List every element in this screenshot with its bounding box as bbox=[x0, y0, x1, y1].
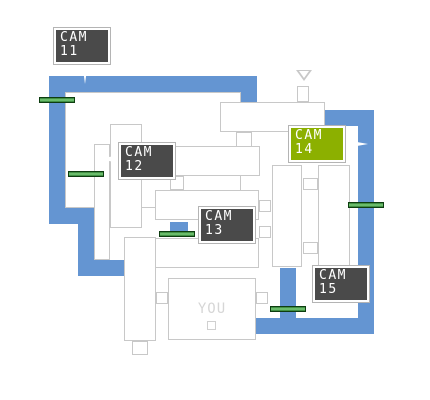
camera-pointer bbox=[97, 155, 121, 163]
room-outline bbox=[256, 292, 268, 304]
room-outline bbox=[259, 226, 271, 238]
room-outline bbox=[272, 165, 302, 267]
vent-duct bbox=[255, 318, 374, 334]
room-outline bbox=[259, 200, 271, 212]
camera-button-15[interactable]: CAM 15 bbox=[313, 266, 369, 302]
camera-label: CAM bbox=[205, 209, 233, 224]
camera-pointer bbox=[82, 62, 88, 84]
vent-duct bbox=[49, 76, 257, 92]
room-outline bbox=[156, 292, 168, 304]
room-outline bbox=[303, 178, 318, 190]
camera-number: 12 bbox=[125, 159, 144, 174]
triangle-down-icon-inner bbox=[299, 71, 309, 78]
room-outline bbox=[132, 341, 148, 355]
camera-number: 11 bbox=[60, 44, 79, 59]
camera-pointer bbox=[346, 140, 368, 148]
camera-button-14[interactable]: CAM 14 bbox=[289, 126, 345, 162]
room-outline bbox=[297, 86, 309, 102]
room-outline bbox=[318, 165, 350, 267]
vent-duct bbox=[241, 76, 257, 106]
vent-door-icon[interactable] bbox=[68, 171, 104, 177]
camera-button-12[interactable]: CAM 12 bbox=[119, 143, 175, 179]
room-outline bbox=[170, 176, 184, 190]
vent-door-icon[interactable] bbox=[39, 97, 75, 103]
player-location-label: YOU bbox=[197, 301, 227, 317]
camera-label: CAM bbox=[319, 268, 347, 283]
room-outline bbox=[303, 242, 318, 254]
vent-door-icon[interactable] bbox=[348, 202, 384, 208]
vent-door-icon[interactable] bbox=[270, 306, 306, 312]
camera-label: CAM bbox=[295, 128, 323, 143]
camera-number: 13 bbox=[205, 223, 224, 238]
room-outline bbox=[124, 237, 156, 341]
camera-button-11[interactable]: CAM 11 bbox=[54, 28, 110, 64]
vent-duct bbox=[78, 260, 128, 276]
camera-label: CAM bbox=[125, 145, 153, 160]
camera-number: 14 bbox=[295, 142, 314, 157]
camera-label: CAM bbox=[60, 30, 88, 45]
room-outline bbox=[155, 238, 259, 268]
camera-number: 15 bbox=[319, 282, 338, 297]
vent-duct bbox=[280, 268, 296, 320]
player-marker-icon bbox=[207, 321, 216, 330]
vent-door-icon[interactable] bbox=[159, 231, 195, 237]
vent-duct bbox=[49, 76, 65, 224]
camera-button-13[interactable]: CAM 13 bbox=[199, 207, 255, 243]
